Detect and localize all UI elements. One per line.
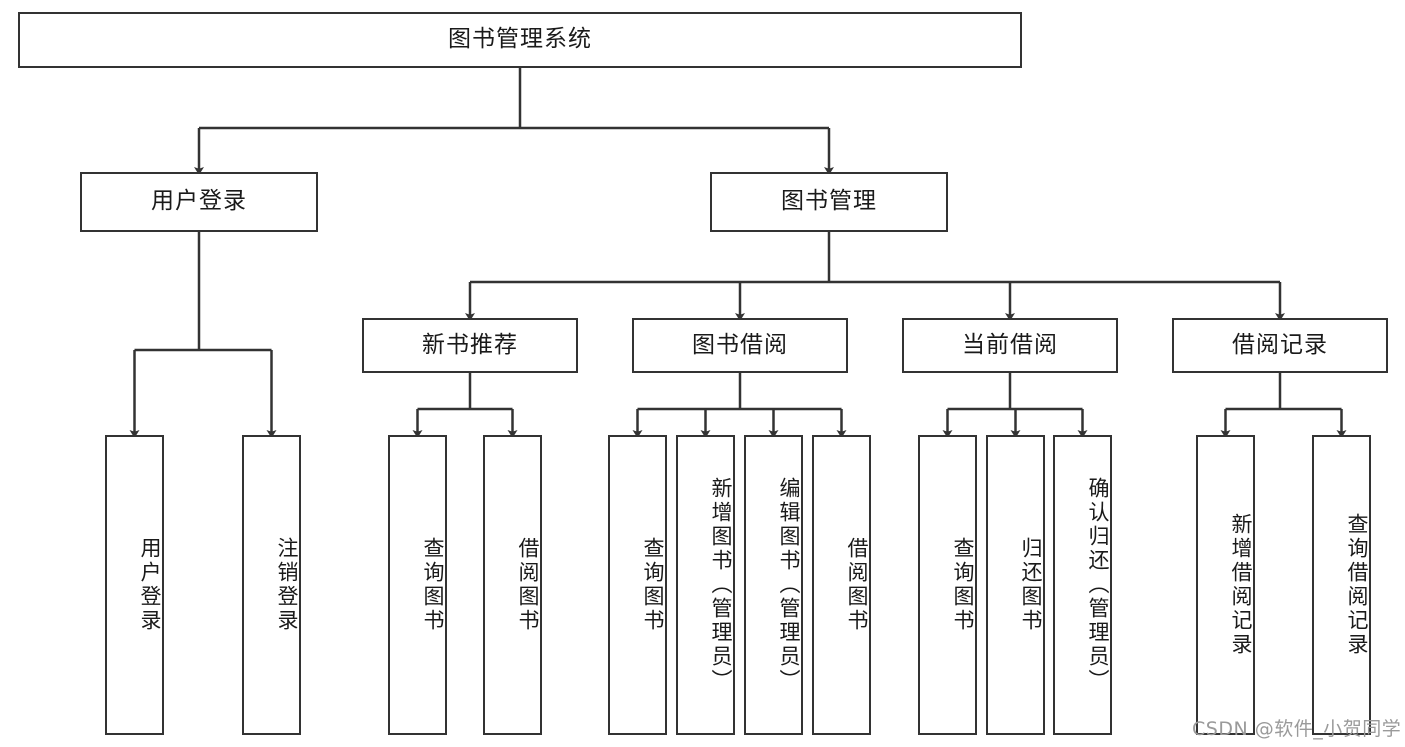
leaf-query-book-2[interactable]: 查询图书: [608, 435, 667, 735]
leaf-return-book[interactable]: 归还图书: [986, 435, 1045, 735]
node-label: 用户登录: [138, 537, 162, 633]
leaf-add-borrow-record[interactable]: 新增借阅记录: [1196, 435, 1255, 735]
node-label: 图书借阅: [692, 331, 788, 358]
leaf-edit-book[interactable]: 编辑图书（管理员）: [744, 435, 803, 735]
node-label: 用户登录: [151, 188, 247, 215]
node-root[interactable]: 图书管理系统: [18, 12, 1022, 68]
node-label: 查询借阅记录: [1345, 513, 1369, 657]
node-label: 新增借阅记录: [1229, 513, 1253, 657]
node-label: 新增图书（管理员）: [709, 477, 733, 693]
node-label: 查询图书: [641, 537, 665, 633]
node-label: 当前借阅: [962, 331, 1058, 358]
node-new-book-recommendation[interactable]: 新书推荐: [362, 318, 578, 373]
leaf-add-book[interactable]: 新增图书（管理员）: [676, 435, 735, 735]
leaf-query-book-1[interactable]: 查询图书: [388, 435, 447, 735]
node-label: 确认归还（管理员）: [1086, 477, 1110, 693]
leaf-borrow-book-2[interactable]: 借阅图书: [812, 435, 871, 735]
watermark: CSDN @软件_小贺同学: [1192, 718, 1402, 740]
node-label: 图书管理系统: [448, 26, 592, 53]
node-label: 借阅图书: [845, 537, 869, 633]
leaf-query-borrow-record[interactable]: 查询借阅记录: [1312, 435, 1371, 735]
node-book-borrowing[interactable]: 图书借阅: [632, 318, 848, 373]
node-label: 归还图书: [1019, 537, 1043, 633]
node-label: 注销登录: [275, 537, 299, 633]
node-book-management[interactable]: 图书管理: [710, 172, 948, 232]
leaf-logout[interactable]: 注销登录: [242, 435, 301, 735]
leaf-confirm-return[interactable]: 确认归还（管理员）: [1053, 435, 1112, 735]
node-label: 借阅图书: [516, 537, 540, 633]
node-label: 借阅记录: [1232, 331, 1328, 358]
leaf-borrow-book-1[interactable]: 借阅图书: [483, 435, 542, 735]
node-current-borrowing[interactable]: 当前借阅: [902, 318, 1118, 373]
node-label: 编辑图书（管理员）: [777, 477, 801, 693]
node-label: 新书推荐: [422, 331, 518, 358]
node-label: 查询图书: [951, 537, 975, 633]
leaf-query-book-3[interactable]: 查询图书: [918, 435, 977, 735]
node-label: 查询图书: [421, 537, 445, 633]
leaf-user-login[interactable]: 用户登录: [105, 435, 164, 735]
node-borrow-records[interactable]: 借阅记录: [1172, 318, 1388, 373]
node-user-login[interactable]: 用户登录: [80, 172, 318, 232]
node-label: 图书管理: [781, 188, 877, 215]
